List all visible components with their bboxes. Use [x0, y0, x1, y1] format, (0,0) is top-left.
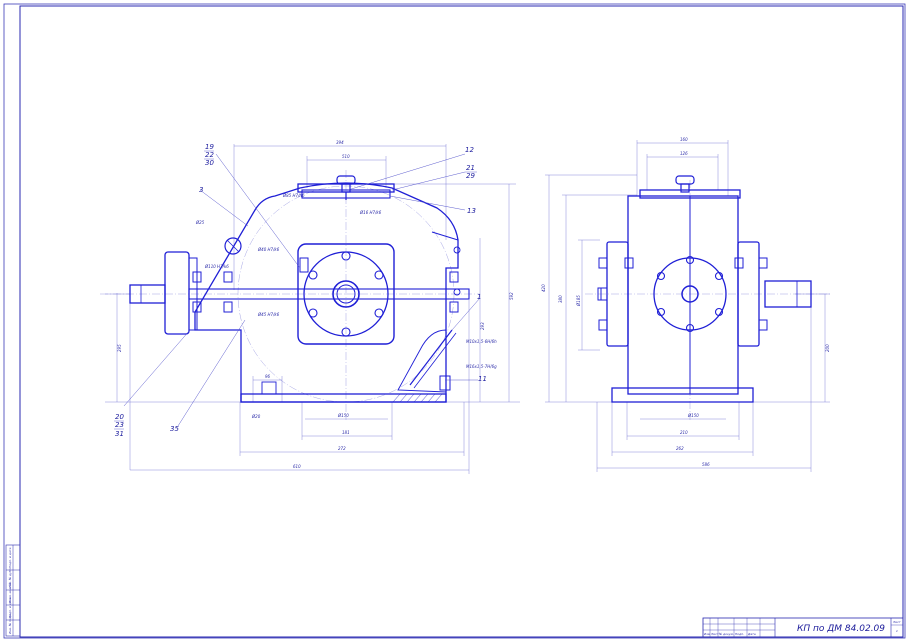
stamp-label-3: Взам. инв. №	[8, 583, 12, 603]
dim-center-span: 272	[338, 446, 346, 451]
dim-cover-width: 510	[342, 154, 350, 159]
callout-23: 23	[115, 421, 124, 429]
callout-3: 3	[199, 186, 203, 194]
side-flange-bolts	[656, 255, 724, 333]
stamp-label-1: Инв. № подл.	[8, 613, 12, 634]
dim-fit-shaft: Ø40 H7/k6	[257, 247, 280, 252]
title-col-sign: Подп.	[735, 632, 744, 636]
dim-bolt-span: 181	[342, 430, 350, 435]
input-shaft	[129, 284, 166, 304]
sheet-inner-border	[19, 5, 904, 638]
title-col-doc: № докум.	[718, 632, 734, 636]
dim-base-bolt: 96	[265, 374, 271, 379]
housing-bolts	[192, 257, 459, 313]
flange-bolts	[308, 251, 384, 337]
title-col-izm: Изм	[704, 632, 711, 636]
dim-side-inner-height: 380	[558, 295, 563, 303]
sheet-outer-border	[3, 3, 906, 639]
dim-side-axis-height: 200	[825, 344, 830, 352]
foundation-bolt	[261, 381, 277, 395]
front-dimensions: 394 510 592 295 293 96 Ø20 Ø150 181 272 …	[117, 140, 514, 469]
side-view	[545, 140, 830, 472]
dim-overall-length: 610	[293, 464, 301, 469]
dim-fit-top: Ø85 H7/h6	[282, 193, 305, 198]
dim-side-top-width: 160	[680, 137, 688, 142]
callout-1: 1	[477, 293, 481, 301]
drain-section	[397, 329, 447, 393]
dim-fit-left: Ø110 H7/k6	[204, 264, 229, 269]
oil-dipstick	[409, 329, 453, 386]
dim-side-bolt-span: 210	[680, 430, 688, 435]
front-callouts: 19 22 30 3 12 21 29 13 1 11 20 23 31 35	[114, 143, 487, 438]
front-dimension-lines	[105, 144, 520, 474]
output-shaft	[764, 280, 812, 308]
dim-fit-bearing: Ø45 H7/k6	[257, 312, 280, 317]
side-dimensions: 160 126 420 380 Ø185 200 Ø150 210 262 58…	[541, 137, 830, 467]
dim-side-base-d: Ø150	[687, 413, 699, 418]
front-centerlines	[100, 170, 480, 420]
dim-side-overall-width: 586	[702, 462, 710, 467]
dim-side-height-total: 420	[541, 284, 546, 292]
breather-vent	[336, 175, 356, 200]
dim-shaft-height: 293	[480, 322, 485, 330]
callout-22: 22	[205, 151, 214, 159]
dim-thread-2: M16x1,5-7H/6g	[466, 364, 497, 369]
stamp-label-5: Подп. и дата	[8, 547, 12, 568]
dim-base-d: Ø150	[337, 413, 349, 418]
callout-30: 30	[205, 159, 214, 167]
callout-11: 11	[478, 375, 487, 383]
input-flange	[164, 251, 190, 335]
dim-height-total: 592	[509, 292, 514, 300]
base-hatch	[392, 393, 443, 403]
sheet-number: 1	[896, 629, 898, 633]
callout-19: 19	[205, 143, 214, 151]
callout-31: 31	[115, 430, 124, 438]
dim-side-flange-d: Ø185	[576, 295, 581, 307]
dim-side-cover-width: 126	[680, 151, 688, 156]
dim-thread-1: M10x1,5-6H/6h	[466, 339, 497, 344]
dim-hole-d: Ø20	[251, 414, 261, 419]
front-view	[100, 144, 520, 474]
side-dimension-lines	[545, 140, 830, 472]
callout-20: 20	[115, 413, 124, 421]
worm-shaft-axis-bar	[188, 288, 470, 300]
stamp-label-2: Подп. и дата	[8, 597, 12, 618]
dim-fit-cover: Ø16 H7/k6	[359, 210, 382, 215]
front-leaders	[123, 153, 481, 427]
dim-side-base-span: 262	[676, 446, 684, 451]
side-bearing-flange	[653, 257, 727, 331]
side-stamp: Инв. № подл. Подп. и дата Взам. инв. № И…	[5, 544, 21, 637]
title-col-list: Лист	[710, 632, 719, 636]
callout-13: 13	[467, 207, 476, 215]
side-housing	[606, 189, 760, 403]
dim-gauge: Ø25	[195, 220, 205, 225]
sheet-label: Лист	[892, 620, 901, 624]
title-col-date: Дата	[747, 632, 756, 636]
callout-12: 12	[465, 146, 474, 154]
dim-axis-height: 295	[117, 344, 122, 352]
drain-plug	[439, 375, 451, 391]
stamp-label-4: Инв. № дубл.	[8, 567, 12, 588]
bearing-cover-square	[297, 243, 395, 345]
oil-gauge	[224, 237, 242, 255]
document-code: КП по ДМ 84.02.09	[797, 624, 885, 634]
shaft-bore	[332, 280, 360, 308]
title-block: Изм Лист № докум. Подп. Дата КП по ДМ 84…	[702, 617, 904, 638]
dim-top-overall: 394	[336, 140, 344, 145]
callout-29: 29	[466, 172, 475, 180]
callout-35: 35	[170, 425, 179, 433]
side-centerlines	[585, 180, 830, 420]
side-breather	[675, 175, 695, 193]
callout-21: 21	[466, 164, 475, 172]
